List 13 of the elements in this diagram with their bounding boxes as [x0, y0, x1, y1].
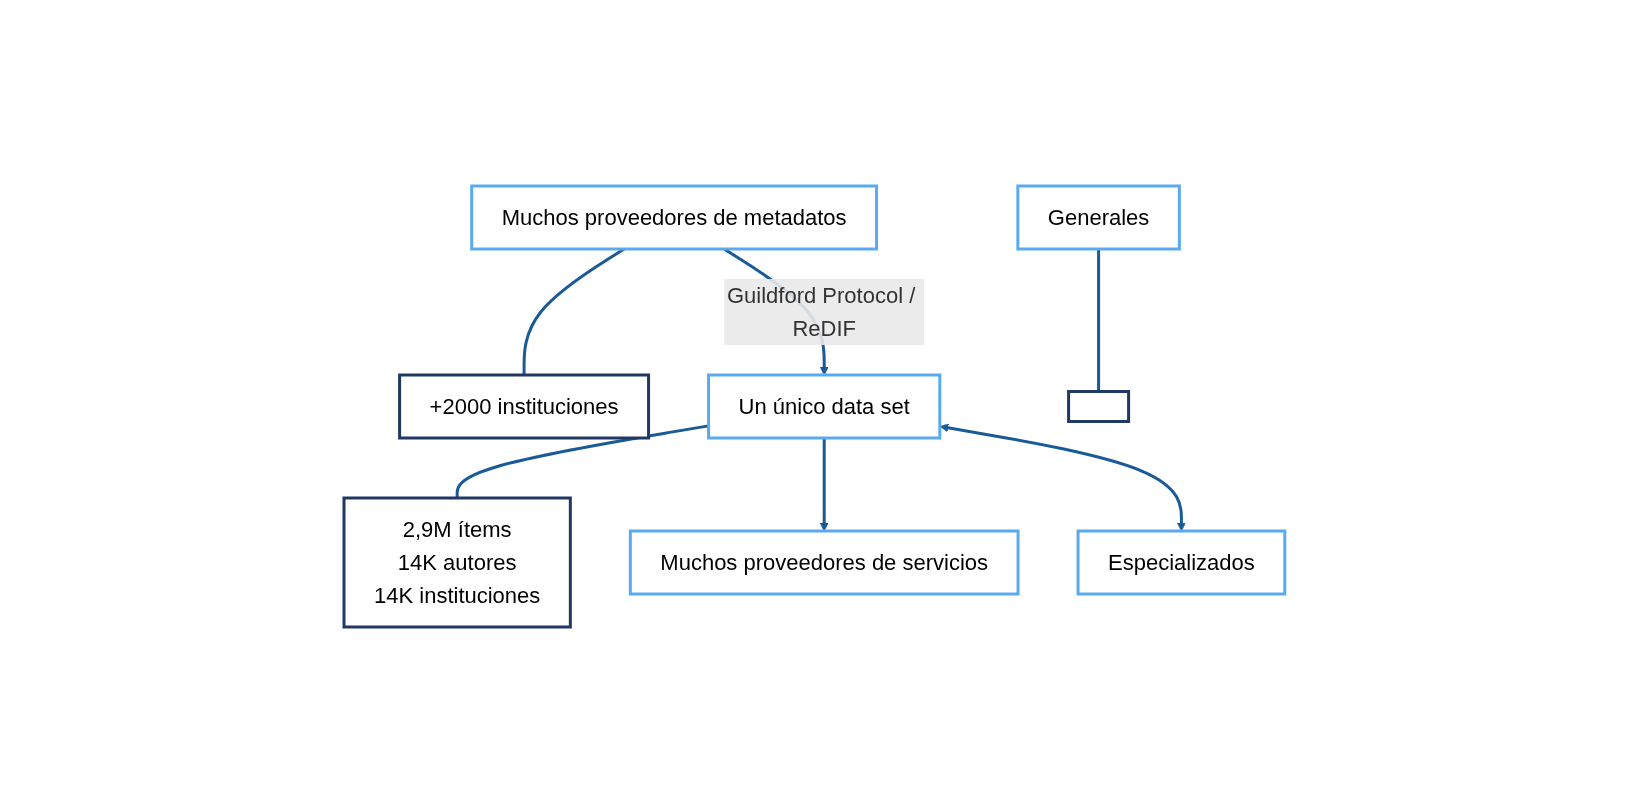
node-box: 2,9M ítems 14K autores 14K instituciones [342, 496, 572, 628]
connector [455, 423, 709, 498]
node-box: Muchos proveedores de servicios [628, 529, 1020, 595]
node-box: Especializados [1076, 529, 1286, 595]
arrow [819, 437, 829, 531]
arrow [939, 423, 1186, 531]
node-box: Muchos proveedores de metadatos [469, 184, 878, 250]
connector [1096, 248, 1100, 391]
node-box: +2000 instituciones [397, 373, 650, 439]
node-box [1066, 389, 1130, 423]
node-box: Generales [1015, 184, 1181, 250]
node-box: Un único data set [706, 373, 941, 439]
edge-label: Guildford Protocol / ReDIF [726, 282, 915, 341]
